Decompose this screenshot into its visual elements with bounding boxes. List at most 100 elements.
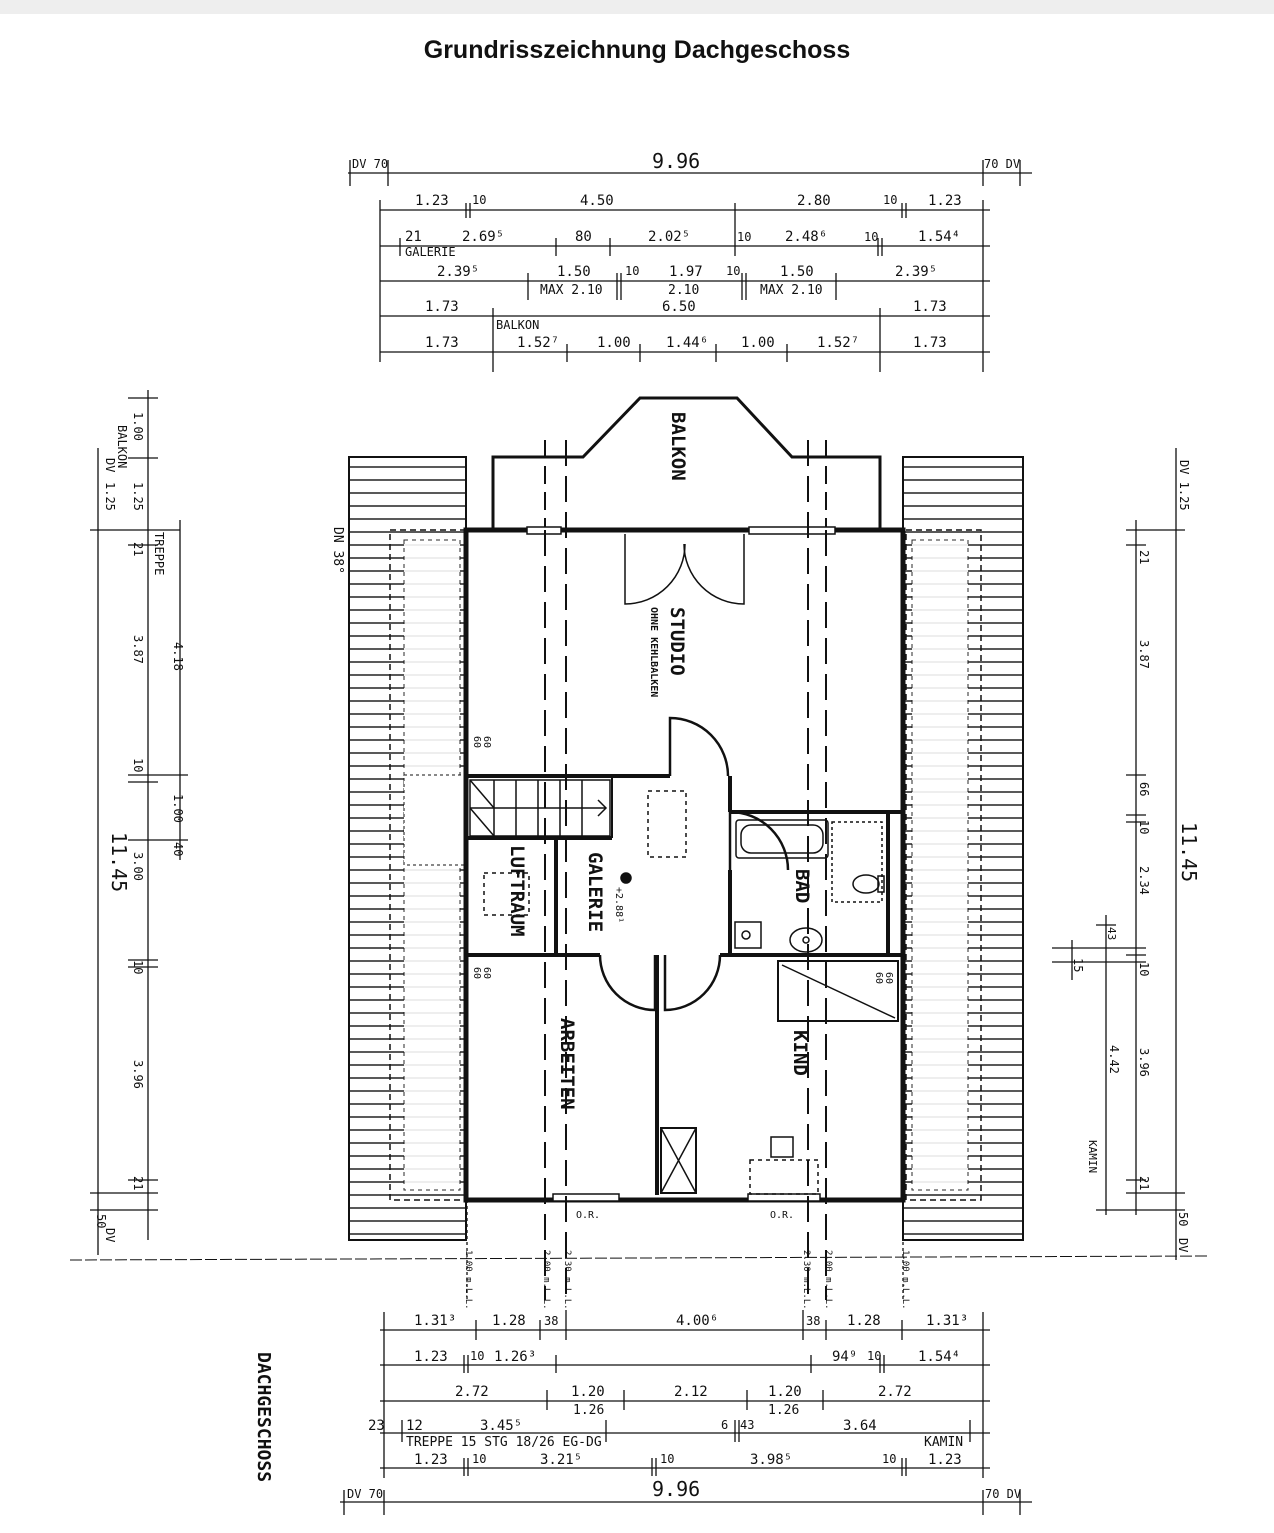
left-overall-dim: 11.45 — [107, 832, 131, 892]
dim-label: 2.39⁵ — [895, 264, 937, 280]
bad-sink — [789, 927, 823, 953]
dim-label: 1.00 m.L.L. — [463, 1250, 473, 1310]
bottom-kamin-label: KAMIN — [924, 1435, 963, 1450]
dim-label: 3.21⁵ — [540, 1452, 582, 1468]
ceiling-height-labels: 1.00 m.L.L. 2.00 m.L.L. 2.30 m.L.L. 2.30… — [463, 1250, 910, 1310]
stair-note: TREPPE 15 STG 18/26 EG-DG — [406, 1435, 602, 1450]
dim-label: 4.00⁶ — [676, 1313, 718, 1329]
dim-label: 3.96 — [1137, 1048, 1151, 1077]
dim-label: 12 — [406, 1418, 423, 1434]
balkon-area — [491, 396, 882, 530]
dim-label: 1.00 — [171, 794, 185, 823]
room-label-kind: KIND — [789, 1030, 811, 1076]
dim-label: 4.42 — [1107, 1045, 1121, 1074]
dim-label: DV — [1176, 1238, 1190, 1252]
balkon-dim-label: BALKON — [496, 318, 539, 332]
top-overall-dim: 9.96 — [652, 149, 700, 173]
right-overall-dim: 11.45 — [1177, 822, 1201, 882]
dim-label: 1.00 — [597, 335, 631, 351]
dim-label: 1.54⁴ — [918, 1349, 960, 1365]
right-dimension-chain — [1052, 448, 1185, 1260]
kamin-chimney — [660, 1127, 697, 1194]
dim-label: 80 — [575, 229, 592, 245]
dim-label: 60 — [471, 967, 482, 979]
dim-label: 2.00 m.L.L. — [823, 1250, 833, 1310]
height-mark-label: +2.88¹ — [613, 887, 624, 923]
roof-pitch-label: DN 38° — [330, 527, 345, 574]
dim-label: 1.26³ — [494, 1349, 536, 1365]
dim-label: 94⁹ — [832, 1349, 857, 1365]
dim-label: 6 — [721, 1418, 728, 1432]
dim-label: MAX 2.10 — [540, 283, 603, 298]
dim-label: 1.54⁴ — [918, 229, 960, 245]
room-label-arbeiten: ARBEITEN — [556, 1018, 578, 1110]
dim-label: 1.00 — [741, 335, 775, 351]
dim-label: 21 — [405, 229, 422, 245]
dim-label: 10 — [726, 264, 740, 278]
dim-label: 10 — [882, 1452, 896, 1466]
dim-label: 50 — [1176, 1212, 1190, 1226]
dim-label: 1.50 — [557, 264, 591, 280]
bottom-dimension-labels: 1.31³ 1.28 38 4.00⁶ 38 1.28 1.31³ 1.23 1… — [347, 1313, 1021, 1501]
top-dimension-labels: 9.96 DV 70 70 DV 1.23 10 4.50 2.80 10 1.… — [352, 149, 1020, 351]
dim-label: 60 — [883, 972, 894, 984]
walls — [463, 527, 906, 1203]
left-balkon-label: BALKON — [115, 425, 129, 468]
dim-label: 43 — [740, 1418, 754, 1432]
dim-label: 10 — [625, 264, 639, 278]
or-label-right: O.R. — [770, 1210, 794, 1221]
dim-label: 50 — [94, 1214, 108, 1228]
dim-label: 3.96 — [131, 1060, 145, 1089]
top-dv-right: 70 DV — [984, 157, 1020, 171]
left-treppe-label: TREPPE — [152, 532, 166, 575]
dim-label: 3.98⁵ — [750, 1452, 792, 1468]
dim-label: 3.00 — [131, 852, 145, 881]
bottom-dimension-chain — [340, 1310, 1032, 1515]
dim-label: 10 — [470, 1349, 484, 1363]
dim-label: 3.87 — [1137, 640, 1151, 669]
doors — [598, 534, 790, 1012]
dim-label: 10 — [1137, 962, 1151, 976]
dim-label: 60 — [481, 736, 492, 748]
dim-label: 60 — [873, 972, 884, 984]
small-dim-marks: 60 60 60 60 60 60 O.R. O.R. — [471, 736, 894, 1221]
dim-label: 38 — [806, 1314, 820, 1328]
left-dimension-labels: 11.45 1.00 1.25 21 3.87 10 3.00 10 3.96 … — [94, 412, 185, 1242]
dim-label: 1.73 — [425, 335, 459, 351]
bottom-overall-dim: 9.96 — [652, 1477, 700, 1501]
plan-caption: DACHGESCHOSS — [253, 1352, 274, 1482]
dim-label: 2.10 — [668, 283, 699, 298]
height-lines — [69, 440, 1211, 1300]
dim-label: 4.50 — [580, 193, 614, 209]
dim-label: 1.26 — [768, 1403, 799, 1418]
dim-label: 1.44⁶ — [666, 335, 708, 351]
dim-label: 1.25 — [103, 482, 117, 511]
dim-label: 10 — [883, 193, 897, 207]
dim-label: 2.69⁵ — [462, 229, 504, 245]
dim-label: 1.28 — [492, 1313, 526, 1329]
dim-label: 10 — [660, 1452, 674, 1466]
right-kamin-label: KAMIN — [1086, 1140, 1099, 1173]
dim-label: 2.02⁵ — [648, 229, 690, 245]
dim-label: 3.87 — [131, 635, 145, 664]
dim-label: 2.39⁵ — [437, 264, 479, 280]
dim-label: 1.25 — [131, 482, 145, 511]
bottom-dv-right: 70 DV — [985, 1487, 1021, 1501]
or-label-left: O.R. — [576, 1210, 600, 1221]
dim-label: 2.80 — [797, 193, 831, 209]
dim-label: 2.00 m.L.L. — [541, 1250, 551, 1310]
bad-sink-small — [734, 921, 762, 949]
left-dimension-chain — [90, 390, 188, 1255]
dim-label: 1.26 — [573, 1403, 604, 1418]
bottom-dv-left: DV 70 — [347, 1487, 383, 1501]
dim-label: 2.48⁶ — [785, 229, 827, 245]
dim-label: 1.31³ — [414, 1313, 456, 1329]
dim-label: 1.23 — [414, 1349, 448, 1365]
room-label-balkon: BALKON — [667, 412, 689, 481]
height-point-icon — [620, 872, 632, 884]
top-dimension-chain — [348, 160, 1032, 372]
dim-label: 1.23 — [415, 193, 449, 209]
dim-label: 10 — [867, 1349, 881, 1363]
dim-label: 43 — [1105, 927, 1118, 940]
